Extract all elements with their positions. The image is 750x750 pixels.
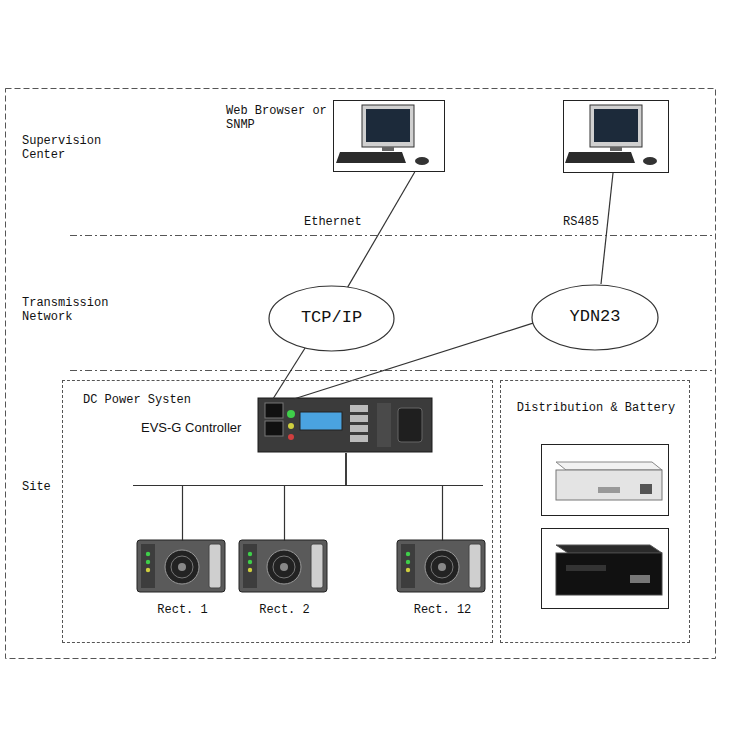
- protocol-ellipse: TCP/IP: [268, 285, 395, 352]
- region-label: Supervision Center: [22, 134, 112, 163]
- connector: [183, 453, 347, 541]
- connector-line: [183, 453, 347, 541]
- node-text: EVS-G Controller: [141, 420, 255, 436]
- node-text: YDN23: [531, 284, 659, 351]
- outer-frame: [6, 89, 716, 659]
- controller-unit: [258, 398, 432, 452]
- rectifier-box: Rect. 2: [238, 541, 331, 619]
- node-text: Rect. 2: [238, 603, 331, 617]
- connector-line: [273, 348, 305, 399]
- node-text: Web Browser or SNMP: [226, 104, 330, 133]
- protocol-ellipse: YDN23: [531, 284, 659, 351]
- connector: [348, 172, 415, 287]
- connector: [346, 453, 443, 541]
- node-text: TCP/IP: [268, 285, 395, 352]
- rectifier-unit: [239, 540, 327, 592]
- ellipse-shape: [269, 286, 394, 351]
- rectifier-unit: [137, 540, 225, 592]
- rs485-wire: [601, 173, 613, 284]
- band-divider: [70, 235, 715, 236]
- battery-unit: [542, 529, 669, 609]
- connector-line: [348, 172, 415, 287]
- distribution-region: Distribution & Battery: [500, 380, 690, 643]
- band-divider: [70, 370, 715, 371]
- connector-line: [346, 453, 443, 541]
- node-text: Distribution & Battery: [511, 401, 681, 415]
- distribution-unit: [542, 445, 669, 516]
- node-text: Rect. 1: [136, 603, 229, 617]
- computer-box: Web Browser or SNMP: [333, 100, 445, 172]
- connector: [285, 453, 347, 541]
- region-label: RS485: [563, 215, 623, 229]
- node-text: DC Power Systen: [83, 393, 283, 407]
- region-label: Transmission Network: [22, 296, 126, 325]
- computer-box: [564, 101, 669, 173]
- controller-box: EVS-G Controller: [259, 399, 433, 453]
- region-label: Site: [22, 480, 82, 494]
- rectifier-box: Rect. 12: [396, 541, 489, 619]
- connector-line: [285, 453, 347, 541]
- node-text: Rect. 12: [396, 603, 489, 617]
- system-region: DC Power SystenEVS-G ControllerRect. 1Re…: [62, 380, 493, 643]
- rectifier-box: Rect. 1: [136, 541, 229, 619]
- computer-icon: [565, 105, 657, 165]
- region-label: Ethernet: [304, 215, 374, 229]
- computer-icon: [336, 105, 429, 165]
- connector: [273, 348, 305, 399]
- rectifier-unit: [397, 540, 485, 592]
- ellipse-shape: [532, 285, 658, 350]
